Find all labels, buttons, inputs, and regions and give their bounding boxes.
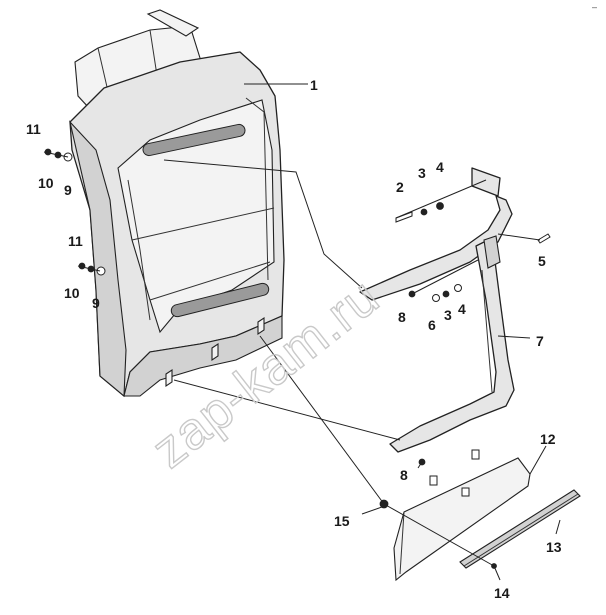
callout-15: 15 xyxy=(334,513,350,529)
callout-8b: 8 xyxy=(400,467,408,483)
callout-1: 1 xyxy=(310,77,318,93)
callout-2: 2 xyxy=(396,179,404,195)
mounting-strip xyxy=(459,489,581,569)
callout-4: 4 xyxy=(436,159,444,175)
mud-flap xyxy=(393,449,531,582)
callout-7: 7 xyxy=(536,333,544,349)
callout-12: 12 xyxy=(540,431,556,447)
corner-mark: – xyxy=(592,2,597,12)
callout-10b: 10 xyxy=(64,285,80,301)
callout-8: 8 xyxy=(398,309,406,325)
callout-3: 3 xyxy=(418,165,426,181)
callout-3b: 3 xyxy=(444,307,452,323)
callout-labels: 1 2 3 4 5 6 3 4 7 8 8 9 9 10 10 11 11 12… xyxy=(26,77,562,601)
callout-13: 13 xyxy=(546,539,562,555)
callout-11b: 11 xyxy=(68,233,83,249)
callout-5: 5 xyxy=(538,253,546,269)
callout-9b: 9 xyxy=(92,295,100,311)
callout-6: 6 xyxy=(428,317,436,333)
fender-panel xyxy=(69,9,285,398)
callout-11: 11 xyxy=(26,121,41,137)
callout-9: 9 xyxy=(64,182,72,198)
callout-4b: 4 xyxy=(458,301,466,317)
callout-14: 14 xyxy=(494,585,510,601)
support-bracket xyxy=(359,167,515,453)
callout-10: 10 xyxy=(38,175,54,191)
leader-lines xyxy=(43,83,561,581)
